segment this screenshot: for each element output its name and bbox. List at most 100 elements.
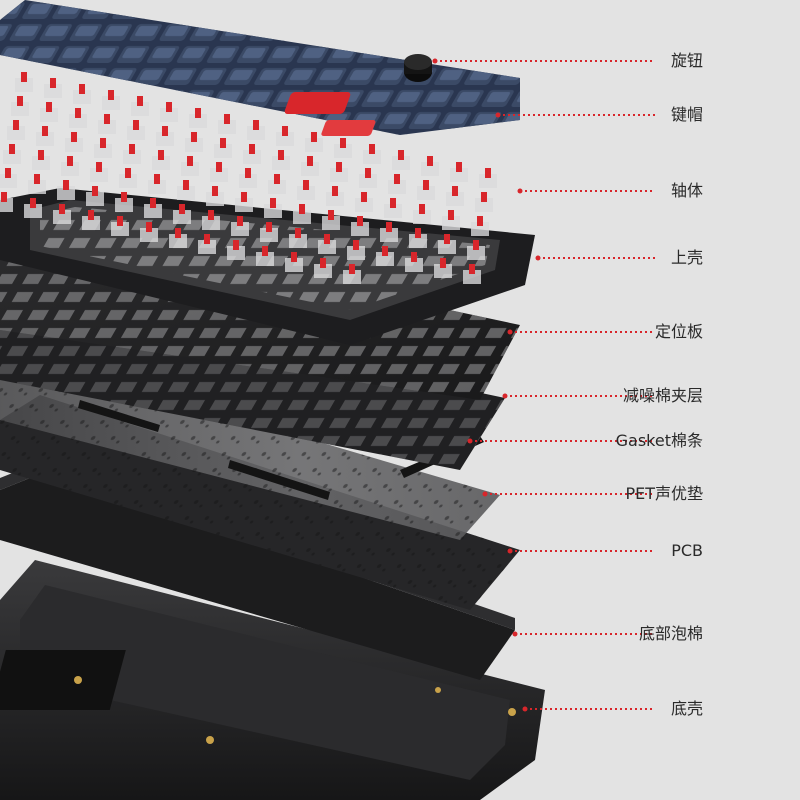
switch-stem [324, 234, 330, 244]
layer-label-switches: 轴体 [670, 181, 703, 200]
switch-stem [30, 198, 36, 208]
switch-body [256, 252, 274, 266]
switch-body [156, 132, 174, 146]
switch-body [260, 228, 278, 242]
switch-stem [282, 126, 288, 136]
switch-stem [349, 264, 355, 274]
switch-stem [419, 204, 425, 214]
switch-stem [336, 162, 342, 172]
switch-stem [46, 102, 52, 112]
switch-body [7, 126, 25, 140]
switch-stem [224, 114, 230, 124]
switch-stem [382, 246, 388, 256]
switch-body [343, 270, 361, 284]
switch-stem [270, 198, 276, 208]
layer-label-pet-pad: PET声优垫 [625, 484, 703, 503]
layer-label-foam-sandwich: 减噪棉夹层 [622, 386, 703, 405]
leader-dot [522, 706, 528, 712]
switch-body [347, 246, 365, 260]
switch-stem [133, 120, 139, 130]
switch-body [434, 264, 452, 278]
switch-body [392, 156, 410, 170]
keycaps-shape [0, 0, 520, 136]
switch-body [86, 192, 104, 206]
leader-dot [495, 112, 501, 118]
switch-stem [67, 156, 73, 166]
layer-label-keycaps: 键帽 [670, 105, 703, 124]
switch-body [413, 210, 431, 224]
switch-body [181, 162, 199, 176]
switch-stem [104, 114, 110, 124]
switch-body [119, 174, 137, 188]
switch-body [297, 186, 315, 200]
switch-stem [212, 186, 218, 196]
layer-label-bottom-foam: 底部泡棉 [638, 624, 703, 643]
leader-lines [432, 58, 655, 712]
switch-body [73, 90, 91, 104]
switch-stem [266, 222, 272, 232]
switch-stem [390, 198, 396, 208]
switch-body [355, 198, 373, 212]
switch-stem [411, 252, 417, 262]
layer-label-top-case: 上壳 [670, 248, 703, 267]
switch-stem [179, 204, 185, 214]
switch-body [314, 264, 332, 278]
switch-stem [456, 162, 462, 172]
switch-body [0, 174, 17, 188]
switch-body [326, 192, 344, 206]
switch-stem [361, 192, 367, 202]
switch-stem [183, 180, 189, 190]
bottom-case-shape [0, 560, 545, 800]
switch-stem [59, 204, 65, 214]
leader-dot [502, 393, 508, 399]
switch-stem [17, 96, 23, 106]
switch-body [405, 258, 423, 272]
switch-stem [162, 126, 168, 136]
switch-body [293, 210, 311, 224]
switch-body [123, 150, 141, 164]
switch-stem [42, 126, 48, 136]
switch-body [305, 138, 323, 152]
switch-stem [13, 120, 19, 130]
switch-stem [75, 108, 81, 118]
switch-stem [427, 156, 433, 166]
switch-stem [175, 228, 181, 238]
switch-body [376, 252, 394, 266]
switch-body [318, 240, 336, 254]
switch-body [210, 168, 228, 182]
switch-body [363, 150, 381, 164]
leader-dot [507, 329, 513, 335]
switch-stem [303, 180, 309, 190]
switch-body [24, 204, 42, 218]
switch-body [272, 156, 290, 170]
switch-body [61, 162, 79, 176]
leader-dot [517, 188, 523, 194]
switch-stem [473, 240, 479, 250]
switch-body [289, 234, 307, 248]
switch-body [44, 84, 62, 98]
switch-stem [398, 150, 404, 160]
switch-stem [5, 168, 11, 178]
switch-stem [50, 78, 56, 88]
switch-stem [241, 192, 247, 202]
switch-body [152, 156, 170, 170]
switch-body [189, 114, 207, 128]
switch-body [53, 210, 71, 224]
switch-body [36, 132, 54, 146]
switch-body [11, 102, 29, 116]
leader-dot [535, 255, 541, 261]
switch-body [28, 180, 46, 194]
switch-body [380, 228, 398, 242]
switch-body [111, 222, 129, 236]
switch-stem [100, 138, 106, 148]
switch-body [90, 168, 108, 182]
switch-stem [477, 216, 483, 226]
switch-stem [187, 156, 193, 166]
switch-stem [332, 186, 338, 196]
switch-body [148, 180, 166, 194]
switch-body [463, 270, 481, 284]
switch-body [438, 240, 456, 254]
switch-body [384, 204, 402, 218]
switch-stem [328, 210, 334, 220]
switch-stem [440, 258, 446, 268]
